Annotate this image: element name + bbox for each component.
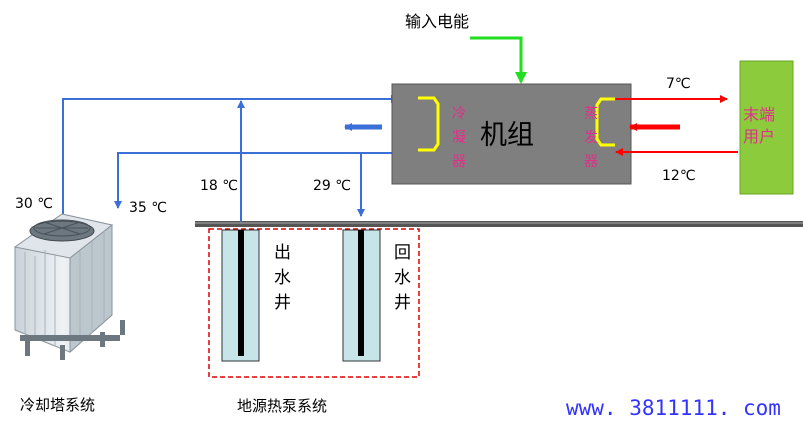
condenser-coil	[418, 96, 440, 152]
unit-title: 机组	[480, 120, 534, 151]
out-well-label: 出水井	[274, 243, 291, 313]
ground-source-caption: 地源热泵系统	[237, 397, 327, 415]
temp-tower-supply: 30 ℃	[15, 196, 53, 212]
end-user-label-line2: 用户	[743, 127, 775, 146]
cooling-tower-image	[13, 213, 125, 360]
pipe-tower-return	[114, 152, 392, 209]
electric-input-arrow	[470, 36, 527, 84]
temp-tower-return: 35 ℃	[129, 200, 167, 216]
watermark-url: www. 3811111. com	[566, 396, 781, 420]
out-well-pipe	[238, 230, 244, 356]
ground-line	[195, 221, 803, 227]
evaporator-label: 蒸发器	[584, 106, 598, 170]
cooling-tower-caption: 冷却塔系统	[20, 396, 95, 414]
temp-supply-cold: 7℃	[666, 76, 691, 92]
unit-box	[391, 83, 632, 185]
condenser-label: 冷凝器	[452, 106, 466, 170]
temp-well-out: 18 ℃	[200, 178, 238, 194]
evaporator-coil	[595, 97, 615, 147]
back-well-label: 回水井	[394, 243, 411, 313]
electric-input-label: 输入电能	[405, 12, 469, 31]
ground-source-region	[208, 228, 420, 378]
back-well-pipe	[358, 230, 364, 356]
temp-well-back: 29 ℃	[313, 178, 351, 194]
cooling-pipes	[62, 95, 399, 222]
temp-return-cold: 12℃	[662, 168, 696, 184]
pipe-tower-supply	[62, 95, 399, 215]
end-user-box	[739, 60, 794, 195]
end-user-label-line1: 末端	[743, 105, 775, 124]
